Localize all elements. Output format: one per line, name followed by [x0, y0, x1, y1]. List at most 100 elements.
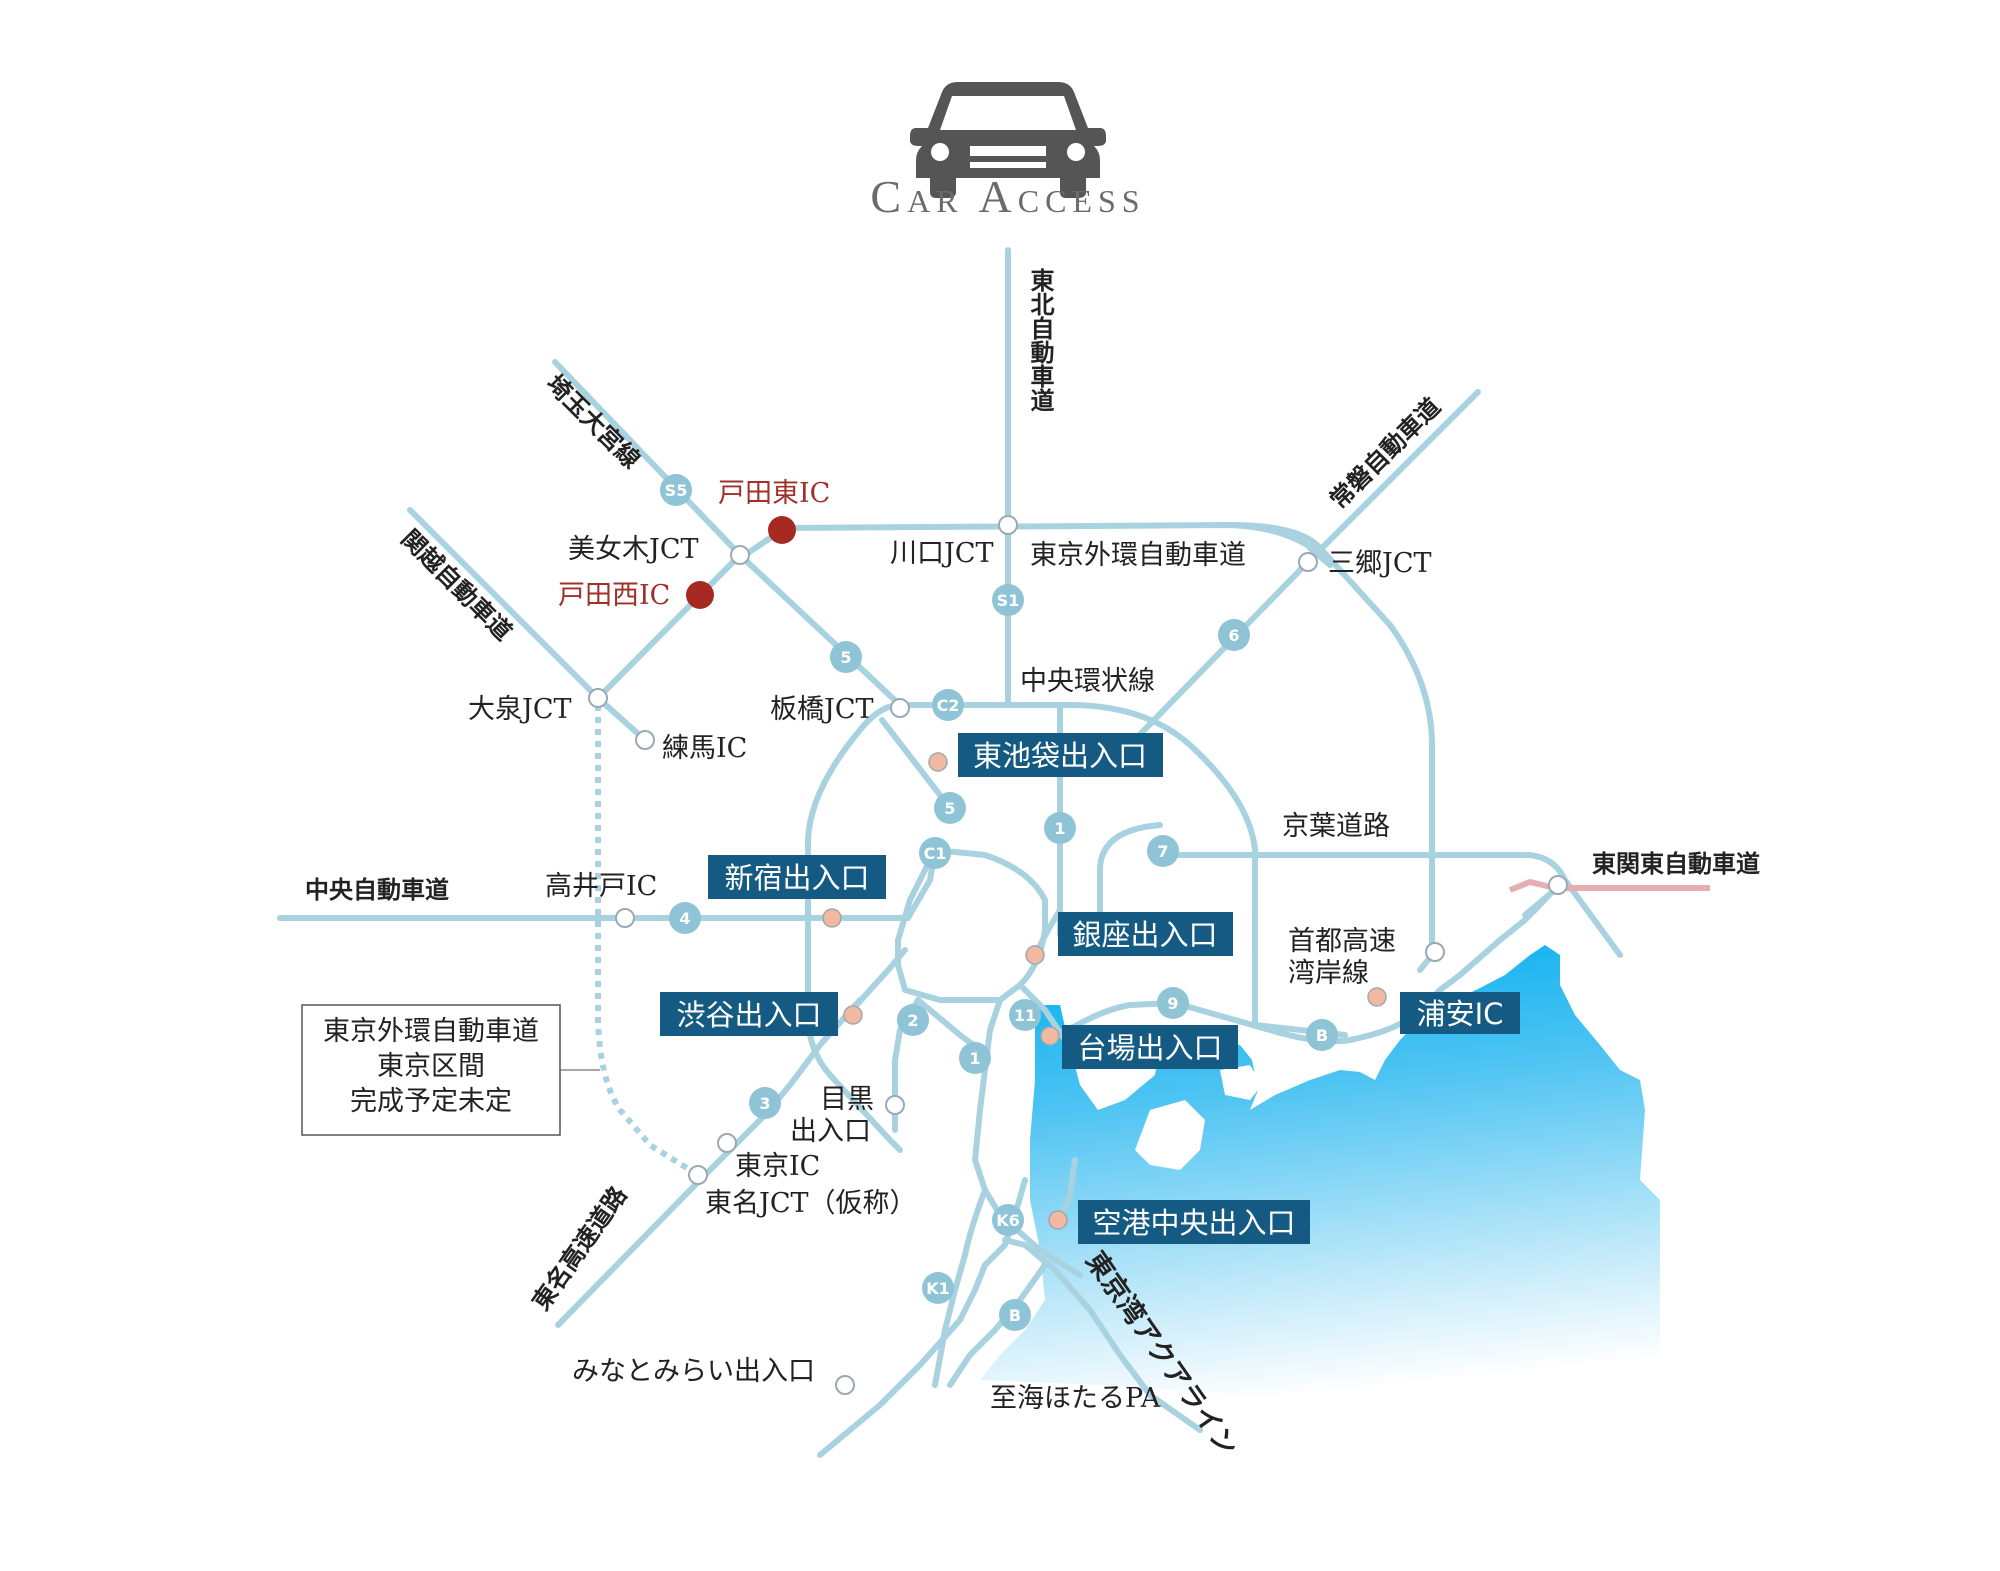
higashi-kanto-road — [1508, 878, 1710, 893]
svg-text:11: 11 — [1014, 1006, 1036, 1025]
label-tomei: 東名高速道路 — [527, 1181, 633, 1316]
label-minatomirai: みなとみらい出入口 — [572, 1356, 815, 1387]
badge-k1: K1 — [922, 1272, 954, 1304]
label-takaido: 高井戸IC — [545, 871, 657, 902]
svg-text:2: 2 — [907, 1011, 918, 1030]
svg-text:1: 1 — [1054, 819, 1065, 838]
gaikan-uncompleted — [595, 705, 692, 1173]
badge-k6: K6 — [992, 1204, 1024, 1236]
badge-s5: S5 — [660, 474, 692, 506]
node-tokyo-ic — [717, 1133, 737, 1153]
badge-11: 11 — [1009, 999, 1041, 1031]
label-kanetsu: 関越自動車道 — [396, 524, 518, 646]
svg-text:東京外環自動車道: 東京外環自動車道 — [323, 1016, 539, 1047]
badge-2: 2 — [897, 1004, 929, 1036]
badge-7: 7 — [1147, 835, 1179, 867]
badge-1a: 1 — [1044, 812, 1076, 844]
svg-text:B: B — [1009, 1306, 1021, 1325]
node-meguro — [885, 1095, 905, 1115]
svg-text:S5: S5 — [665, 481, 688, 500]
svg-text:東池袋出入口: 東池袋出入口 — [973, 739, 1147, 773]
badge-s1: S1 — [992, 584, 1024, 616]
svg-text:9: 9 — [1167, 994, 1178, 1013]
node-tomei-jct — [688, 1165, 708, 1185]
node-bijogi — [730, 545, 750, 565]
label-toda-nishi: 戸田西IC — [558, 580, 670, 611]
toda-higashi-dot — [768, 516, 796, 544]
node-misato — [1298, 552, 1318, 572]
label-nerima: 練馬IC — [662, 733, 747, 764]
badge-5b: 5 — [934, 792, 966, 824]
note-box: 東京外環自動車道 東京区間 完成予定未定 — [301, 1004, 561, 1136]
svg-text:4: 4 — [679, 909, 690, 928]
svg-text:3: 3 — [759, 1094, 770, 1113]
badge-b1: B — [1306, 1019, 1338, 1051]
island-bay — [1220, 1065, 1262, 1100]
node-kawaguchi — [998, 515, 1018, 535]
label-joban: 常磐自動車道 — [1324, 393, 1446, 515]
svg-text:渋谷出入口: 渋谷出入口 — [676, 998, 821, 1032]
route-badges: S5 S1 5 6 C2 5 1 C1 7 4 9 2 11 B 1 3 K6 … — [660, 474, 1338, 1331]
label-wangan-2: 湾岸線 — [1288, 958, 1369, 989]
badge-9: 9 — [1157, 987, 1189, 1019]
label-toda-higashi: 戸田東IC — [718, 478, 830, 509]
label-keiyo: 京葉道路 — [1282, 811, 1390, 842]
svg-text:S1: S1 — [997, 591, 1020, 610]
node-higashikanto — [1548, 875, 1568, 895]
label-chuo: 中央自動車道 — [305, 876, 449, 904]
label-tokyo-ic: 東京IC — [735, 1151, 820, 1182]
svg-text:浦安IC: 浦安IC — [1417, 997, 1504, 1031]
svg-text:完成予定未定: 完成予定未定 — [350, 1086, 512, 1117]
label-umihotaru: 至海ほたるPA — [990, 1383, 1161, 1414]
label-chuo-kanjo: 中央環状線 — [1020, 666, 1155, 697]
badge-c1: C1 — [919, 837, 951, 869]
exit-box-daiba: 台場出入口 — [1062, 1025, 1238, 1069]
label-itabashi: 板橋JCT — [770, 694, 874, 725]
label-wangan-1: 首都高速 — [1288, 926, 1396, 957]
label-meguro-1: 目黒 — [820, 1084, 874, 1115]
node-wangan-end — [1425, 942, 1445, 962]
node-takaido — [615, 908, 635, 928]
exit-box-ginza: 銀座出入口 — [1058, 912, 1233, 956]
svg-text:C2: C2 — [937, 696, 960, 715]
svg-text:1: 1 — [969, 1049, 980, 1068]
label-higashi-kanto: 東関東自動車道 — [1592, 850, 1760, 878]
badge-6: 6 — [1218, 619, 1250, 651]
badge-5a: 5 — [830, 641, 862, 673]
badge-3: 3 — [749, 1087, 781, 1119]
exit-box-shinjuku: 新宿出入口 — [708, 855, 886, 899]
label-kawaguchi: 川口JCT — [890, 538, 994, 569]
svg-text:K6: K6 — [996, 1211, 1020, 1230]
label-meguro-2: 出入口 — [790, 1116, 871, 1147]
label-bijogi: 美女木JCT — [568, 534, 699, 565]
car-icon — [910, 82, 1106, 198]
svg-text:7: 7 — [1157, 842, 1168, 861]
toda-nishi-dot — [686, 581, 714, 609]
node-nerima — [635, 730, 655, 750]
svg-text:東京区間: 東京区間 — [377, 1051, 485, 1082]
svg-text:新宿出入口: 新宿出入口 — [724, 861, 869, 895]
badge-1b: 1 — [959, 1042, 991, 1074]
svg-text:6: 6 — [1228, 626, 1239, 645]
svg-text:B: B — [1316, 1026, 1328, 1045]
svg-text:5: 5 — [944, 799, 955, 818]
svg-text:C1: C1 — [924, 844, 947, 863]
badge-b2: B — [999, 1299, 1031, 1331]
label-oizumi: 大泉JCT — [468, 694, 572, 725]
junction-nodes — [588, 515, 1568, 1395]
exit-box-urayasu: 浦安IC — [1400, 992, 1520, 1034]
svg-text:銀座出入口: 銀座出入口 — [1072, 918, 1217, 952]
exit-box-higashi-ikebukuro: 東池袋出入口 — [958, 733, 1163, 777]
label-tomei-jct: 東名JCT（仮称） — [705, 1188, 917, 1219]
exit-box-shibuya: 渋谷出入口 — [660, 992, 838, 1036]
tokyo-bay-sea — [980, 945, 1660, 1420]
label-saitama-omiya: 埼玉大宮線 — [541, 369, 646, 474]
svg-text:空港中央出入口: 空港中央出入口 — [1092, 1206, 1295, 1240]
badge-4: 4 — [669, 902, 701, 934]
node-minatomirai — [835, 1375, 855, 1395]
exit-box-kuko-chuo: 空港中央出入口 — [1078, 1200, 1310, 1244]
node-itabashi — [890, 698, 910, 718]
svg-text:台場出入口: 台場出入口 — [1077, 1031, 1222, 1065]
label-gaikan: 東京外環自動車道 — [1030, 540, 1246, 571]
